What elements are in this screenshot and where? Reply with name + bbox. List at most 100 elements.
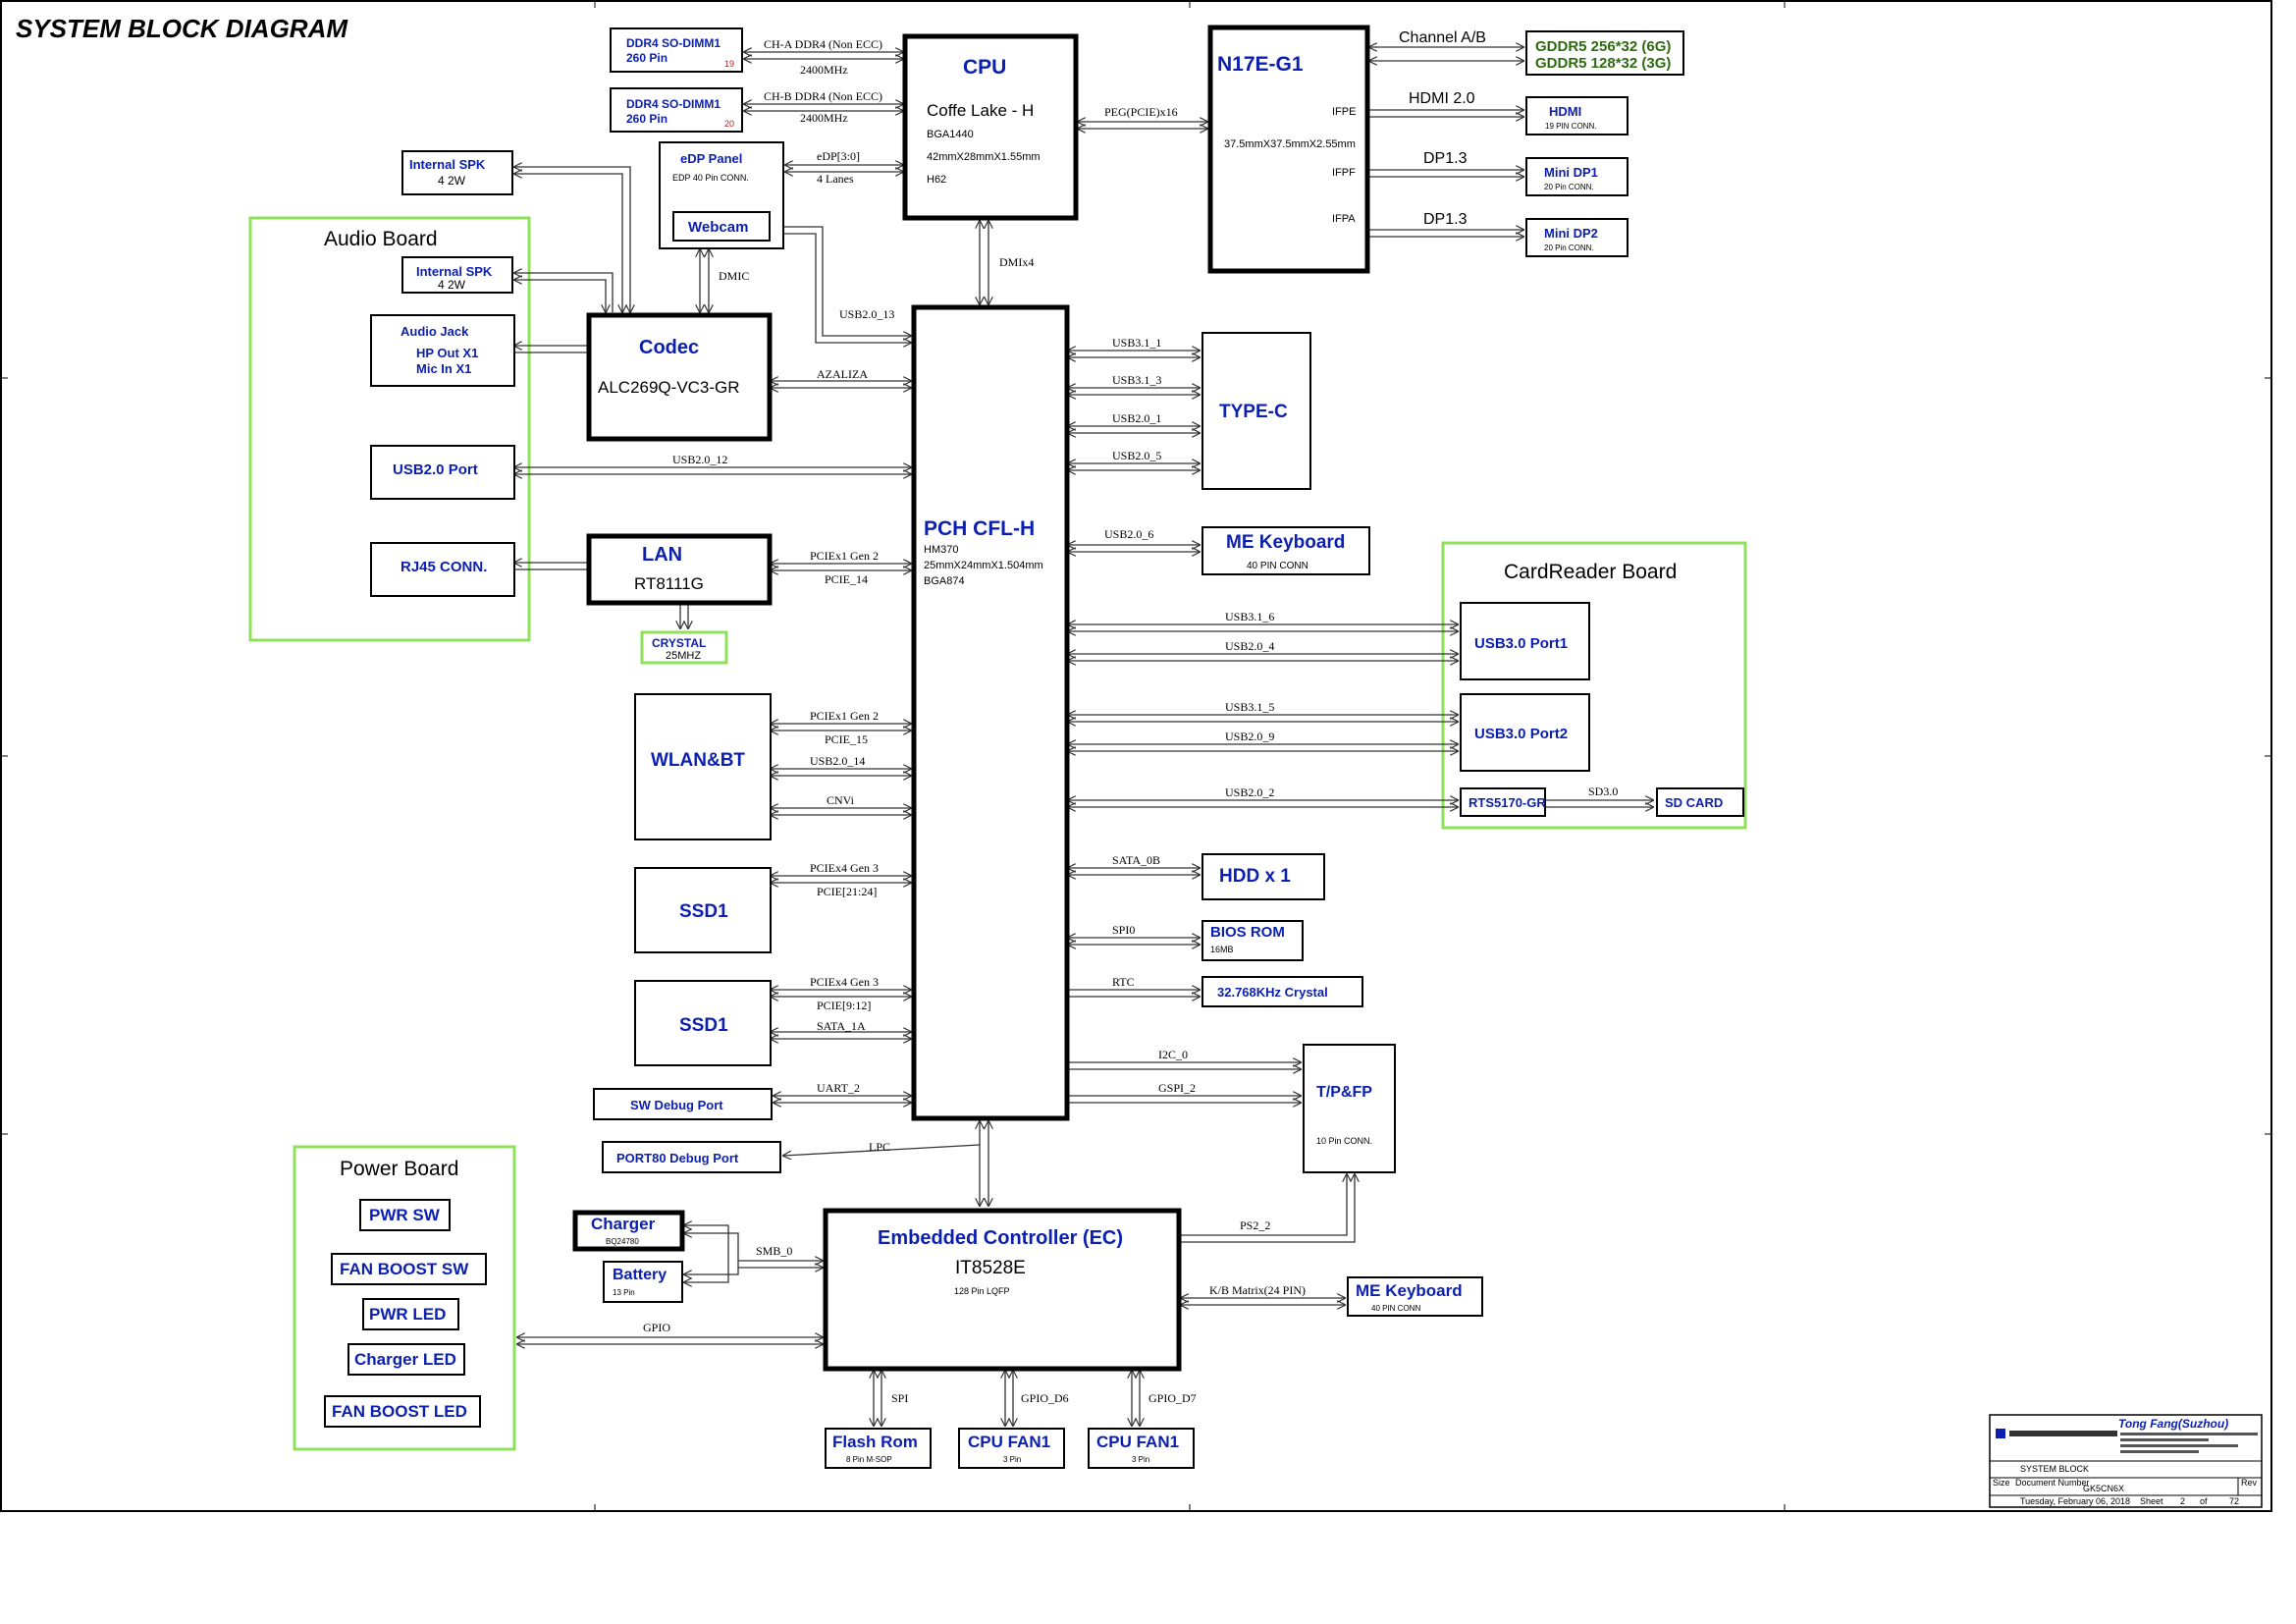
sig-lpc: LPC (869, 1140, 890, 1154)
sig-cha-speed: 2400MHz (800, 63, 848, 77)
sig-usb20-12: USB2.0_12 (672, 453, 727, 466)
sig-wl-pcie2: PCIE_15 (825, 732, 868, 746)
svg-text:BIOS ROM: BIOS ROM (1210, 924, 1285, 941)
sig-tc3: USB2.0_1 (1112, 411, 1161, 425)
signal-labels: CH-A DDR4 (Non ECC) 2400MHz CH-B DDR4 (N… (643, 29, 1618, 1405)
svg-text:20: 20 (724, 119, 734, 129)
sig-ps22: PS2_2 (1240, 1218, 1270, 1232)
cpu-fan1-block-b: CPU FAN1 3 Pin (1088, 1428, 1195, 1469)
sig-sata0b: SATA_0B (1112, 853, 1160, 867)
svg-text:16MB: 16MB (1210, 945, 1234, 954)
svg-text:PORT80 Debug Port: PORT80 Debug Port (616, 1151, 739, 1165)
svg-text:H62: H62 (927, 174, 946, 186)
ddr4-sodimm-1: DDR4 SO-DIMM1 260 Pin 19 (610, 27, 743, 73)
sig-channel-ab: Channel A/B (1399, 29, 1486, 46)
svg-text:GDDR5 128*32 (3G): GDDR5 128*32 (3G) (1535, 55, 1671, 72)
audio-board-group (248, 216, 531, 642)
svg-text:19 PIN CONN.: 19 PIN CONN. (1545, 122, 1596, 131)
document-number: GK5CN6X (2083, 1484, 2124, 1493)
sig-azalia: AZALIZA (817, 367, 868, 381)
svg-text:FAN BOOST LED: FAN BOOST LED (332, 1402, 467, 1421)
sheet-label: Sheet (2140, 1496, 2163, 1506)
sig-sd30: SD3.0 (1588, 785, 1618, 798)
svg-text:128 Pin LQFP: 128 Pin LQFP (954, 1286, 1010, 1296)
rts5170-block: RTS5170-GR (1460, 787, 1546, 817)
sig-kbmatrix: K/B Matrix(24 PIN) (1209, 1283, 1306, 1297)
sig-usb20-13: USB2.0_13 (839, 307, 894, 321)
svg-text:SD CARD: SD CARD (1665, 795, 1723, 810)
tp-fp-block: T/P&FP 10 Pin CONN. (1303, 1044, 1396, 1173)
sig-smb0: SMB_0 (756, 1244, 792, 1258)
svg-text:Mini DP1: Mini DP1 (1544, 165, 1598, 180)
sig-cha: CH-A DDR4 (Non ECC) (764, 37, 882, 51)
svg-text:PWR SW: PWR SW (369, 1206, 441, 1224)
svg-text:PCH CFL-H: PCH CFL-H (924, 517, 1035, 540)
svg-text:Charger LED: Charger LED (354, 1350, 456, 1369)
svg-text:19: 19 (724, 59, 734, 69)
svg-text:20 Pin CONN.: 20 Pin CONN. (1544, 244, 1594, 252)
pwr-led-block: PWR LED (362, 1298, 459, 1330)
svg-text:WLAN&BT: WLAN&BT (651, 750, 745, 771)
mini-dp1-connector: Mini DP1 20 Pin CONN. (1525, 157, 1629, 196)
svg-text:32.768KHz Crystal: 32.768KHz Crystal (1217, 985, 1328, 1000)
usb20-port: USB2.0 Port (370, 445, 515, 500)
ssd1-block-b: SSD1 (634, 980, 772, 1066)
sig-gpio: GPIO (643, 1321, 670, 1334)
svg-text:4 2W: 4 2W (438, 278, 466, 292)
mini-dp2-connector: Mini DP2 20 Pin CONN. (1525, 218, 1629, 257)
sig-chb-speed: 2400MHz (800, 111, 848, 125)
svg-text:8 Pin M-SOP: 8 Pin M-SOP (846, 1455, 892, 1464)
codec-block: Codec ALC269Q-VC3-GR (586, 312, 773, 442)
sig-wl-cnvi: CNVi (827, 793, 855, 807)
rtc-crystal-block: 32.768KHz Crystal (1201, 976, 1363, 1007)
usb30-port1: USB3.0 Port1 (1460, 602, 1590, 680)
me-keyboard-1: ME Keyboard 40 PIN CONN (1201, 526, 1370, 575)
svg-text:Codec: Codec (639, 337, 699, 358)
sig-i2c0: I2C_0 (1158, 1048, 1188, 1061)
charger-led-block: Charger LED (347, 1343, 465, 1376)
svg-text:IFPF: IFPF (1332, 167, 1356, 179)
svg-text:BGA1440: BGA1440 (927, 129, 974, 140)
sig-gpiod6: GPIO_D6 (1021, 1391, 1069, 1405)
ssd1-block-a: SSD1 (634, 867, 772, 953)
svg-text:CPU: CPU (963, 56, 1006, 79)
svg-text:TYPE-C: TYPE-C (1219, 402, 1288, 422)
sig-wl-usb: USB2.0_14 (810, 754, 865, 768)
lan-block: LAN RT8111G (586, 533, 773, 606)
edp-panel-block: eDP Panel EDP 40 Pin CONN. Webcam (659, 141, 784, 249)
svg-text:Flash Rom: Flash Rom (832, 1433, 918, 1451)
sig-ssd1-pcie2: PCIE[21:24] (817, 885, 877, 898)
date-value: Tuesday, February 06, 2018 (2020, 1496, 2130, 1506)
svg-text:40 PIN CONN: 40 PIN CONN (1371, 1304, 1420, 1313)
company-logo (1996, 1429, 2258, 1453)
svg-text:Audio Jack: Audio Jack (400, 324, 469, 339)
svg-text:SSD1: SSD1 (679, 901, 728, 922)
sig-gpiod7: GPIO_D7 (1148, 1391, 1197, 1405)
sig-cr2: USB2.0_4 (1225, 639, 1274, 653)
gpu-block: N17E-G1 IFPE 37.5mmX37.5mmX2.55mm IFPF I… (1207, 25, 1370, 274)
sig-tc4: USB2.0_5 (1112, 449, 1161, 462)
hdmi-connector: HDMI 19 PIN CONN. (1525, 96, 1629, 135)
svg-text:Battery: Battery (613, 1267, 667, 1283)
sig-tc2: USB3.1_3 (1112, 373, 1161, 387)
svg-text:IT8528E: IT8528E (955, 1258, 1026, 1278)
fan-boost-sw-block: FAN BOOST SW (331, 1253, 487, 1285)
svg-text:PWR LED: PWR LED (369, 1305, 446, 1324)
sig-ssd2-sata: SATA_1A (817, 1019, 866, 1033)
cardreader-board-group (1441, 541, 1747, 830)
svg-text:260 Pin: 260 Pin (626, 112, 667, 126)
svg-text:CPU FAN1: CPU FAN1 (1096, 1433, 1179, 1451)
cardreader-board-title: CardReader Board (1504, 561, 1677, 583)
rj45-connector: RJ45 CONN. (370, 542, 515, 597)
embedded-controller-block: Embedded Controller (EC) IT8528E 128 Pin… (823, 1208, 1182, 1372)
sig-gspi2: GSPI_2 (1158, 1081, 1196, 1095)
svg-text:Embedded Controller (EC): Embedded Controller (EC) (878, 1227, 1123, 1249)
svg-text:25mmX24mmX1.504mm: 25mmX24mmX1.504mm (924, 560, 1043, 571)
ddr4-sodimm-2: DDR4 SO-DIMM1 260 Pin 20 (610, 87, 743, 133)
svg-text:LAN: LAN (642, 544, 682, 566)
sig-cr4: USB2.0_9 (1225, 730, 1274, 743)
svg-text:CRYSTAL: CRYSTAL (652, 636, 706, 650)
svg-text:40 PIN CONN: 40 PIN CONN (1247, 561, 1308, 571)
sd-card-block: SD CARD (1656, 787, 1744, 817)
